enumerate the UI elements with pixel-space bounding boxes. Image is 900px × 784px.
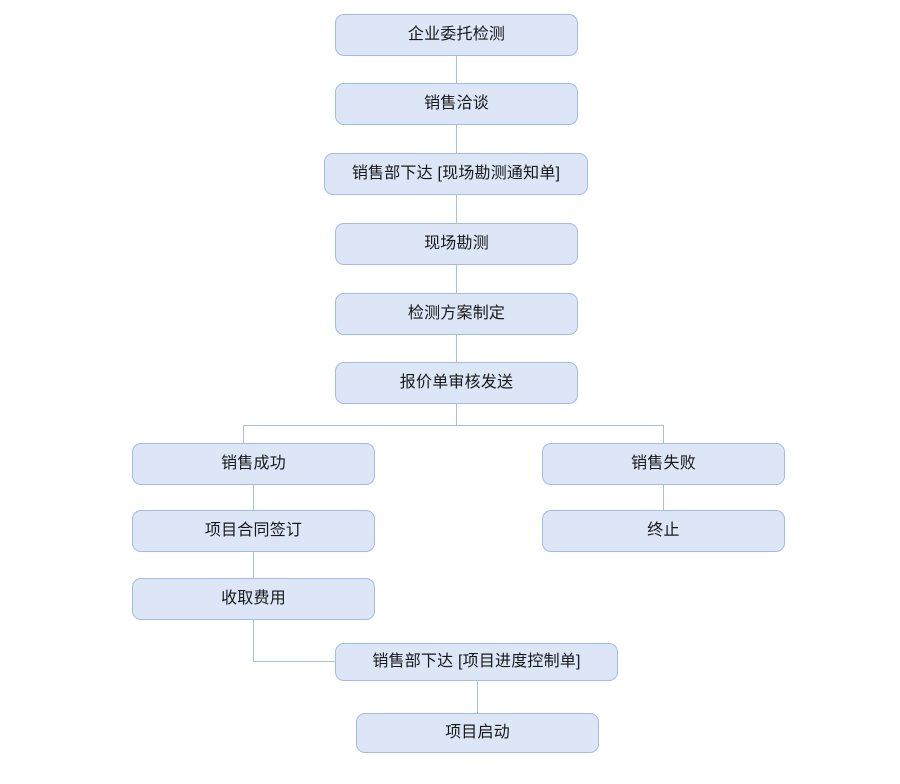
flow-node-label: 企业委托检测	[407, 26, 506, 44]
flow-node-label: 销售部下达 [现场勘测通知单]	[351, 165, 561, 183]
flow-node-n13[interactable]: 项目启动	[356, 713, 599, 753]
flow-connector-n6-to-n8	[456, 425, 664, 443]
flow-node-label: 现场勘测	[424, 235, 489, 253]
flow-node-n1[interactable]: 企业委托检测	[335, 14, 578, 56]
flow-connector-n6-to-n7	[243, 404, 457, 443]
flow-node-n12[interactable]: 销售部下达 [项目进度控制单]	[335, 643, 618, 681]
flow-node-n6[interactable]: 报价单审核发送	[335, 362, 578, 404]
flow-node-n9[interactable]: 项目合同签订	[132, 510, 375, 552]
flow-node-n2[interactable]: 销售洽谈	[335, 83, 578, 125]
flow-node-n4[interactable]: 现场勘测	[335, 223, 578, 265]
flow-node-n3[interactable]: 销售部下达 [现场勘测通知单]	[324, 153, 588, 195]
flow-node-label: 销售成功	[221, 455, 286, 473]
flow-node-label: 项目启动	[445, 724, 510, 742]
flow-node-n11[interactable]: 收取费用	[132, 578, 375, 620]
flow-node-label: 终止	[647, 522, 680, 540]
flow-node-n7[interactable]: 销售成功	[132, 443, 375, 485]
flow-connector-n11-to-n12	[253, 620, 335, 662]
flow-node-label: 销售部下达 [项目进度控制单]	[372, 653, 581, 671]
flow-node-n8[interactable]: 销售失败	[542, 443, 785, 485]
flow-node-label: 报价单审核发送	[399, 374, 514, 392]
flow-node-label: 检测方案制定	[407, 305, 506, 323]
flow-node-label: 项目合同签订	[204, 522, 303, 540]
flow-node-n5[interactable]: 检测方案制定	[335, 293, 578, 335]
flow-node-label: 收取费用	[221, 590, 286, 608]
flow-node-n10[interactable]: 终止	[542, 510, 785, 552]
flow-node-label: 销售失败	[631, 455, 696, 473]
flow-node-label: 销售洽谈	[424, 95, 489, 113]
